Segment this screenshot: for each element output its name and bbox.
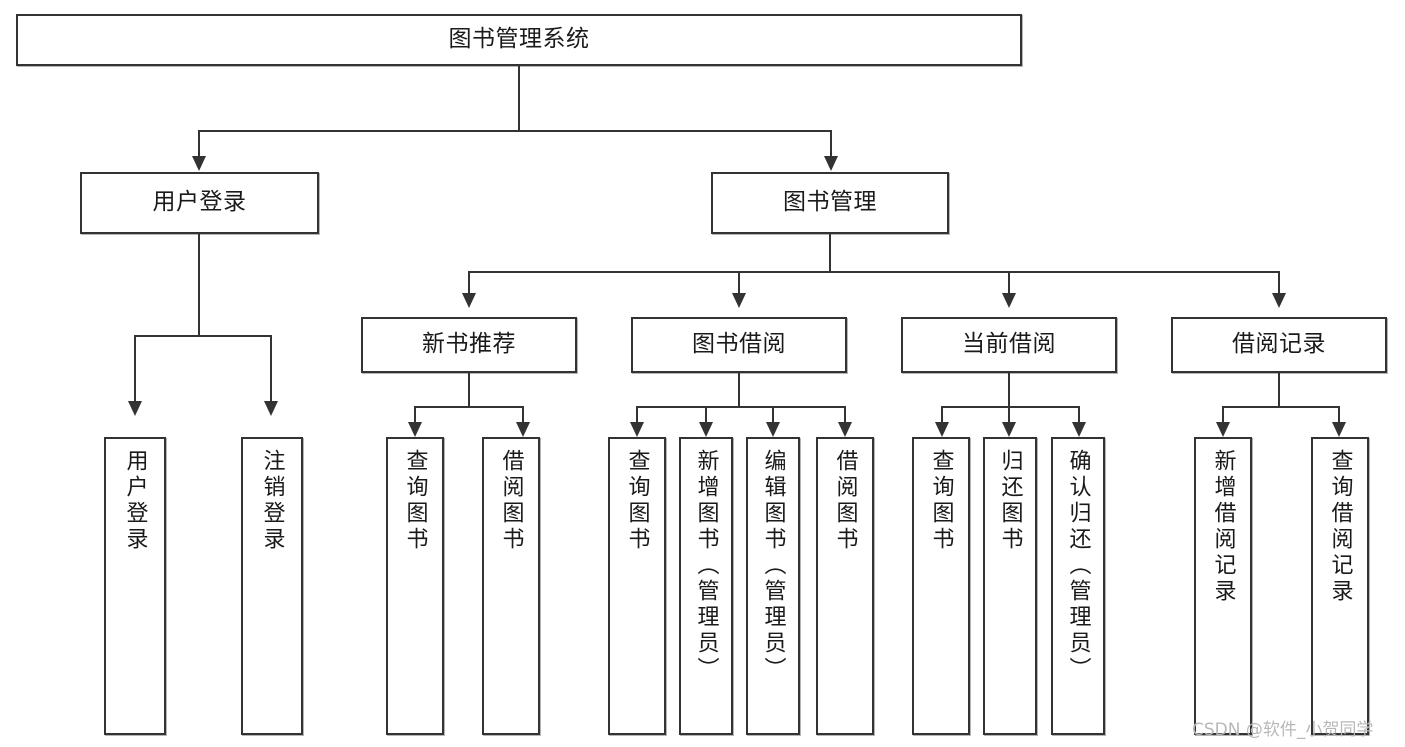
node-label: 用户登录 bbox=[122, 449, 148, 553]
arrowhead-book-manage bbox=[824, 156, 838, 171]
connector-book-manage-bus bbox=[468, 271, 1280, 273]
arrowhead-leaf-edit-book bbox=[766, 422, 780, 437]
leaf-borrow-book[interactable]: 借阅图书 bbox=[816, 437, 874, 735]
node-label: 图书管理 bbox=[783, 189, 877, 216]
node-label: 新增图书（管理员） bbox=[693, 449, 719, 683]
node-book-borrow[interactable]: 图书借阅 bbox=[631, 317, 847, 373]
connector-to-borrow-record bbox=[1278, 271, 1280, 295]
node-label: 查询借阅记录 bbox=[1327, 449, 1353, 605]
connector-to-new-book bbox=[468, 271, 470, 295]
connector-borrow-record-drop-2 bbox=[1338, 406, 1340, 424]
csdn-watermark: CSDN @软件_小贺同学 bbox=[1192, 720, 1374, 740]
connector-to-current-borrow bbox=[1008, 271, 1010, 295]
node-user-login[interactable]: 用户登录 bbox=[80, 172, 319, 234]
node-label: 新增借阅记录 bbox=[1210, 449, 1236, 605]
connector-book-borrow-stem bbox=[738, 373, 740, 407]
connector-book-borrow-drop-2 bbox=[705, 406, 707, 424]
arrowhead-leaf-query-record bbox=[1332, 422, 1346, 437]
leaf-add-book-admin[interactable]: 新增图书（管理员） bbox=[679, 437, 733, 735]
connector-borrow-record-bus bbox=[1222, 406, 1340, 408]
node-root-system[interactable]: 图书管理系统 bbox=[16, 14, 1022, 66]
node-label: 编辑图书（管理员） bbox=[760, 449, 786, 683]
connector-new-book-stem bbox=[468, 373, 470, 407]
leaf-query-book-borrow[interactable]: 查询图书 bbox=[608, 437, 666, 735]
connector-new-book-bus bbox=[414, 406, 524, 408]
leaf-query-book-current[interactable]: 查询图书 bbox=[912, 437, 970, 735]
connector-current-borrow-stem bbox=[1008, 373, 1010, 407]
leaf-edit-book-admin[interactable]: 编辑图书（管理员） bbox=[746, 437, 800, 735]
node-label: 图书借阅 bbox=[692, 331, 786, 358]
node-label: 用户登录 bbox=[152, 189, 247, 216]
connector-current-borrow-drop-3 bbox=[1078, 406, 1080, 424]
connector-book-borrow-drop-4 bbox=[844, 406, 846, 424]
node-label: 图书管理系统 bbox=[448, 26, 590, 53]
connector-book-borrow-bus bbox=[636, 406, 846, 408]
arrowhead-leaf-add-record bbox=[1216, 422, 1230, 437]
node-label: 借阅记录 bbox=[1232, 331, 1326, 358]
connector-current-borrow-drop-1 bbox=[941, 406, 943, 424]
leaf-add-borrow-record[interactable]: 新增借阅记录 bbox=[1194, 437, 1252, 735]
connector-book-borrow-drop-1 bbox=[636, 406, 638, 424]
node-current-borrow[interactable]: 当前借阅 bbox=[901, 317, 1117, 373]
node-new-book-recommend[interactable]: 新书推荐 bbox=[361, 317, 577, 373]
node-label: 查询图书 bbox=[402, 449, 428, 553]
connector-book-manage-stem bbox=[829, 234, 831, 272]
leaf-confirm-return-admin[interactable]: 确认归还（管理员） bbox=[1051, 437, 1105, 735]
node-label: 注销登录 bbox=[259, 449, 285, 553]
arrowhead-leaf-query-book-3 bbox=[935, 422, 949, 437]
connector-root-bus bbox=[198, 130, 832, 132]
connector-new-book-drop-1 bbox=[414, 406, 416, 424]
connector-borrow-record-stem bbox=[1278, 373, 1280, 407]
arrowhead-leaf-add-book bbox=[699, 422, 713, 437]
leaf-logout[interactable]: 注销登录 bbox=[241, 437, 303, 735]
connector-user-login-bus bbox=[134, 335, 271, 337]
arrowhead-leaf-logout bbox=[264, 401, 278, 416]
arrowhead-leaf-query-book-1 bbox=[408, 422, 422, 437]
connector-user-login-drop-1 bbox=[134, 335, 136, 403]
node-label: 归还图书 bbox=[997, 449, 1023, 553]
node-label: 查询图书 bbox=[928, 449, 954, 553]
node-book-manage[interactable]: 图书管理 bbox=[711, 172, 949, 234]
connector-current-borrow-drop-2 bbox=[1008, 406, 1010, 424]
connector-book-borrow-drop-3 bbox=[772, 406, 774, 424]
node-label: 确认归还（管理员） bbox=[1065, 449, 1091, 683]
arrowhead-current-borrow bbox=[1002, 293, 1016, 308]
arrowhead-borrow-record bbox=[1272, 293, 1286, 308]
connector-borrow-record-drop-1 bbox=[1222, 406, 1224, 424]
arrowhead-leaf-query-book-2 bbox=[630, 422, 644, 437]
arrowhead-leaf-borrow-book-1 bbox=[516, 422, 530, 437]
connector-current-borrow-bus bbox=[941, 406, 1080, 408]
arrowhead-leaf-confirm-return bbox=[1072, 422, 1086, 437]
node-label: 新书推荐 bbox=[422, 331, 516, 358]
arrowhead-user-login bbox=[192, 156, 206, 171]
connector-new-book-drop-2 bbox=[522, 406, 524, 424]
node-label: 查询图书 bbox=[624, 449, 650, 553]
connector-user-login-stem bbox=[198, 234, 200, 336]
arrowhead-leaf-return-book bbox=[1002, 422, 1016, 437]
arrowhead-new-book bbox=[462, 293, 476, 308]
node-label: 借阅图书 bbox=[832, 449, 858, 553]
connector-root-to-user-login bbox=[198, 130, 200, 158]
node-label: 当前借阅 bbox=[962, 331, 1056, 358]
node-label: 借阅图书 bbox=[498, 449, 524, 553]
leaf-user-login[interactable]: 用户登录 bbox=[104, 437, 166, 735]
leaf-query-borrow-record[interactable]: 查询借阅记录 bbox=[1311, 437, 1369, 735]
connector-user-login-drop-2 bbox=[270, 335, 272, 403]
arrowhead-book-borrow bbox=[732, 293, 746, 308]
leaf-query-book-recommend[interactable]: 查询图书 bbox=[386, 437, 444, 735]
leaf-return-book[interactable]: 归还图书 bbox=[983, 437, 1037, 735]
leaf-borrow-book-recommend[interactable]: 借阅图书 bbox=[482, 437, 540, 735]
connector-root-to-book-manage bbox=[830, 130, 832, 158]
connector-to-book-borrow bbox=[738, 271, 740, 295]
arrowhead-leaf-borrow-book-2 bbox=[838, 422, 852, 437]
arrowhead-leaf-user-login bbox=[128, 401, 142, 416]
connector-root-stem bbox=[518, 66, 520, 131]
node-borrow-record[interactable]: 借阅记录 bbox=[1171, 317, 1387, 373]
